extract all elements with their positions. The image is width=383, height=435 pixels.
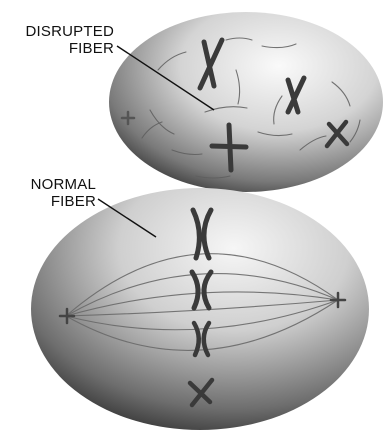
cell-normal — [31, 188, 369, 430]
cell-disrupted — [109, 12, 383, 192]
label-line: NORMAL — [0, 176, 96, 193]
label-normal-fiber: NORMAL FIBER — [0, 176, 96, 210]
label-line: FIBER — [0, 40, 114, 57]
label-line: DISRUPTED — [0, 23, 114, 40]
label-line: FIBER — [0, 193, 96, 210]
label-disrupted-fiber: DISRUPTED FIBER — [0, 23, 114, 57]
